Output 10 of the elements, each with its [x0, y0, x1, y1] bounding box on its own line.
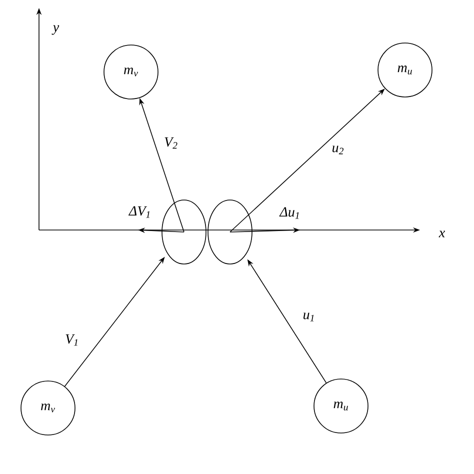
edge-label: Δu$_{1}$ — [278, 206, 302, 220]
edge-label: V$_{1}$ — [64, 333, 80, 347]
particle-ellipse — [162, 200, 206, 264]
axis-label: y — [52, 25, 60, 35]
particle-ellipse — [208, 200, 252, 264]
axis-label: x — [438, 230, 446, 238]
edge-label: u$_{1}$ — [302, 312, 316, 322]
edge-label: V$_{2}$ — [163, 136, 179, 150]
edge-label: u$_{2}$ — [330, 144, 346, 156]
edge-label: ΔV$_{1}$ — [128, 205, 152, 219]
